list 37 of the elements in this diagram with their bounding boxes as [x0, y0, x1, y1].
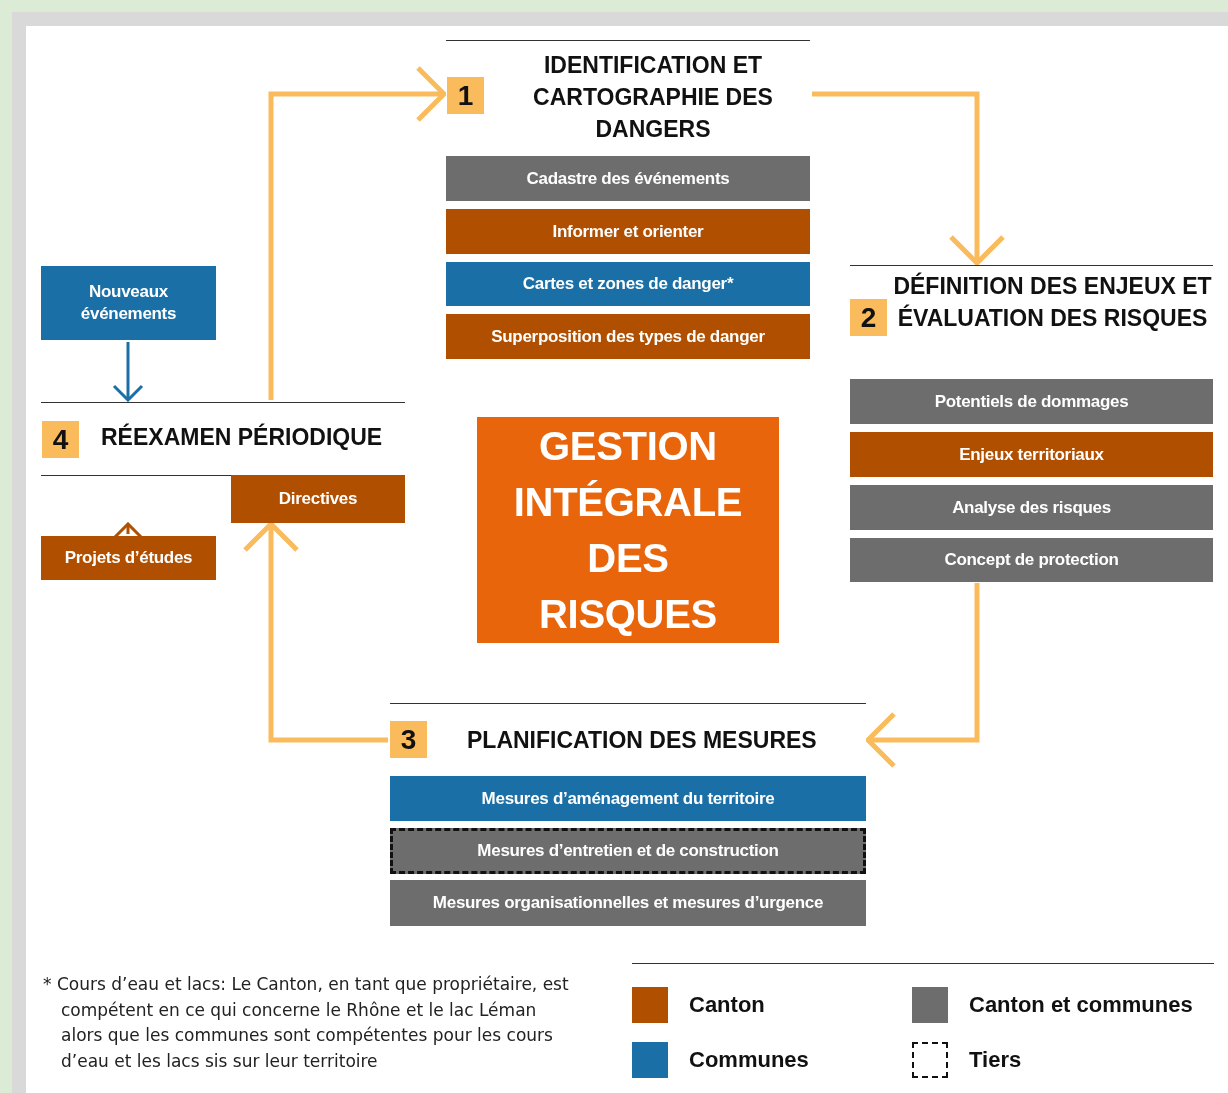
- stage-section: [390, 703, 866, 925]
- category-bar: Potentiels de dommages: [850, 379, 1213, 424]
- step-number: 4: [42, 421, 79, 458]
- input-box: Nouveaux événements: [41, 266, 216, 340]
- legend-label: Tiers: [969, 1046, 1022, 1074]
- category-bar: Superposition des types de danger: [446, 314, 810, 359]
- category-bar: Mesures d’aménagement du territoire: [390, 776, 866, 821]
- arrow: [812, 91, 1006, 266]
- legend-label: Communes: [689, 1046, 809, 1074]
- arrow: [112, 342, 144, 402]
- category-bar: Concept de protection: [850, 538, 1213, 582]
- legend-label: Canton: [689, 991, 765, 1019]
- category-bar: Mesures d’entretien et de construction: [390, 828, 866, 874]
- step-number: 1: [447, 77, 484, 114]
- input-box: Projets d’études: [41, 536, 216, 580]
- arrow: [242, 521, 388, 743]
- category-bar: Directives: [231, 475, 405, 523]
- stage-section: [850, 265, 1213, 581]
- stage-title: PLANIFICATION DES MESURES: [467, 726, 818, 755]
- stage-section: [446, 40, 810, 358]
- category-bar: Cartes et zones de danger*: [446, 262, 810, 306]
- step-number: 2: [850, 299, 887, 336]
- legend-label: Canton et communes: [969, 991, 1193, 1019]
- arrow: [268, 65, 447, 400]
- central-title-box: GESTION INTÉGRALE DES RISQUES: [477, 417, 779, 643]
- stage-title: IDENTIFICATION ET CARTOGRAPHIE DES DANGERS: [532, 51, 774, 144]
- stage-section: [41, 402, 405, 522]
- footnote: * Cours d’eau et lacs: Le Canton, en tant que propriétaire, est compétent en ce qui concerne le Rhône et le lac Léman alors que les communes sont compétentes pour les cours d’eau et les lacs sis sur leur territoire: [43, 973, 570, 1073]
- category-bar: Informer et orienter: [446, 209, 810, 254]
- category-bar: Mesures organisationnelles et mesures d’urgence: [390, 880, 866, 926]
- arrow: [865, 583, 980, 769]
- category-bar: Analyse des risques: [850, 485, 1213, 530]
- category-bar: Enjeux territoriaux: [850, 432, 1213, 477]
- stage-title: DÉFINITION DES ENJEUX ET ÉVALUATION DES RISQUES: [892, 271, 1213, 333]
- step-number: 3: [390, 721, 427, 758]
- category-bar: Cadastre des événements: [446, 156, 810, 201]
- stage-title: RÉEXAMEN PÉRIODIQUE: [101, 422, 384, 452]
